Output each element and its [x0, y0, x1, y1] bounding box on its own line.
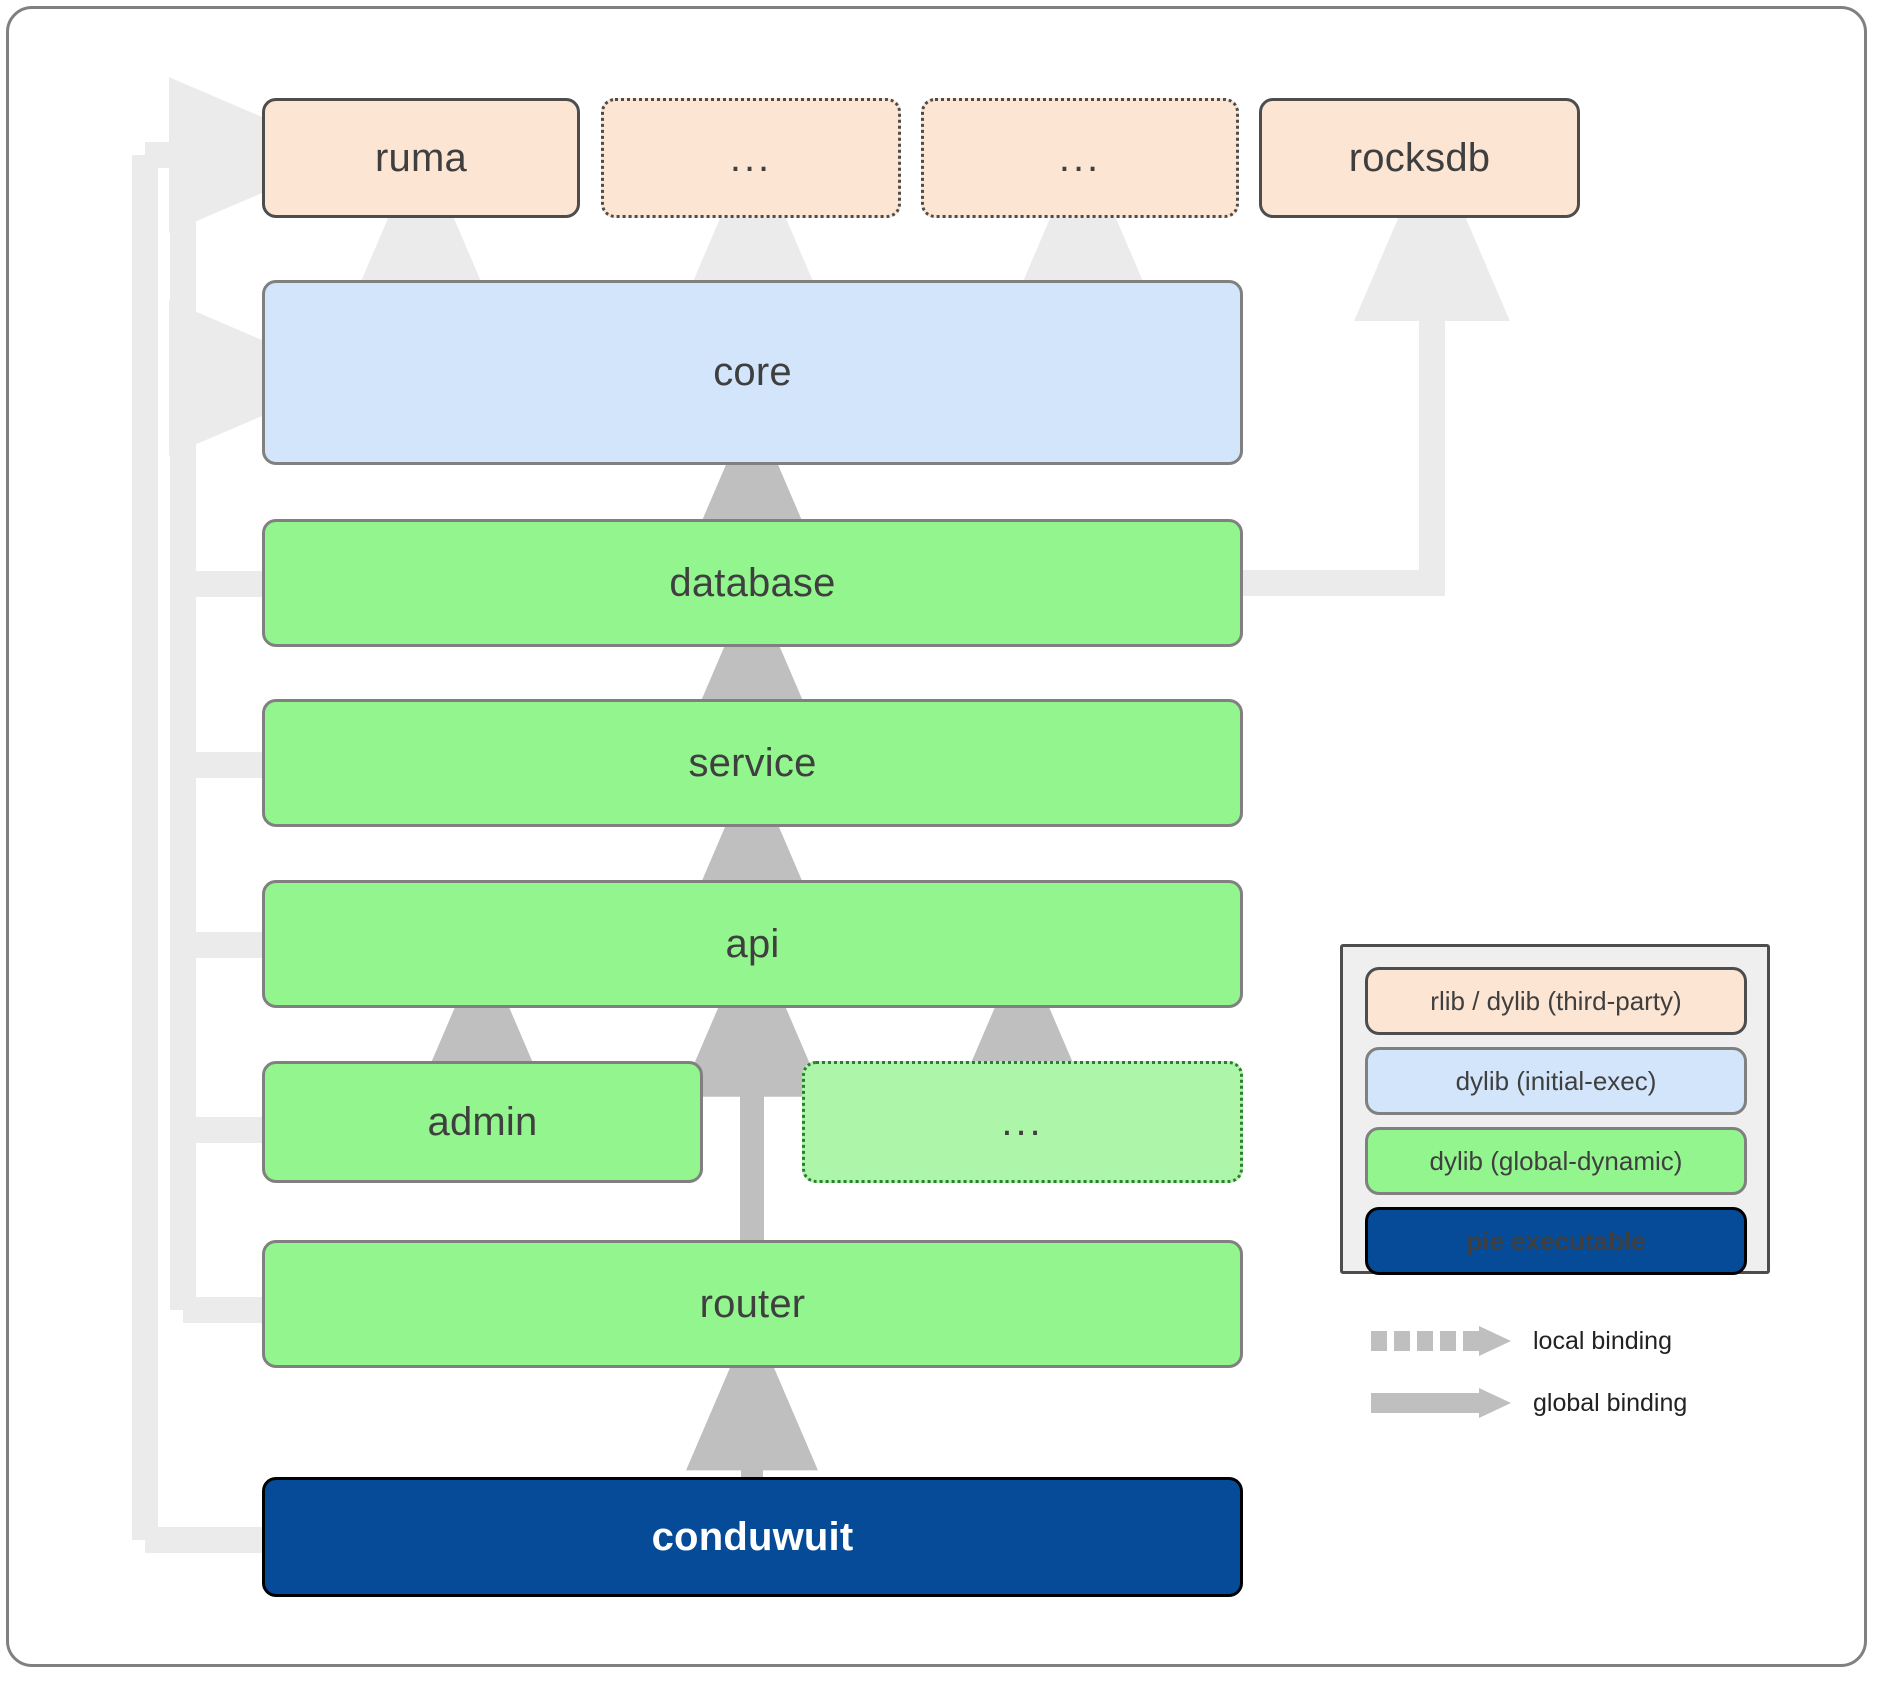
node-thirdparty-b-label: ... — [1058, 135, 1102, 180]
legend-item-third-party: rlib / dylib (third-party) — [1365, 967, 1747, 1035]
node-core-label: core — [713, 350, 792, 394]
legend-binding-global: global binding — [1365, 1377, 1753, 1429]
node-ruma-label: ruma — [375, 135, 467, 180]
legend-binding-local: local binding — [1365, 1315, 1753, 1367]
node-ruma[interactable]: ruma — [262, 98, 580, 218]
node-router-label: router — [699, 1281, 806, 1326]
solid-arrow-icon — [1371, 1388, 1511, 1418]
legend-item-pie-executable-label: pie executable — [1466, 1225, 1646, 1256]
legend-item-initial-exec: dylib (initial-exec) — [1365, 1047, 1747, 1115]
node-conduwuit-label: conduwuit — [651, 1514, 854, 1559]
node-service[interactable]: service — [262, 699, 1243, 827]
legend-item-pie-executable: pie executable — [1365, 1207, 1747, 1275]
node-thirdparty-a[interactable]: ... — [601, 98, 901, 218]
legend-item-global-dynamic-label: dylib (global-dynamic) — [1429, 1145, 1683, 1176]
node-admin[interactable]: admin — [262, 1061, 703, 1183]
node-thirdparty-b[interactable]: ... — [921, 98, 1239, 218]
node-rocksdb[interactable]: rocksdb — [1259, 98, 1580, 218]
dashed-arrow-icon — [1371, 1326, 1511, 1356]
node-api-label: api — [725, 921, 780, 966]
node-service-label: service — [688, 740, 817, 785]
legend-panel: rlib / dylib (third-party) dylib (initia… — [1340, 944, 1770, 1418]
legend-item-initial-exec-label: dylib (initial-exec) — [1455, 1065, 1657, 1096]
node-api[interactable]: api — [262, 880, 1243, 1008]
legend-binding-global-label: global binding — [1533, 1388, 1688, 1417]
node-api-other[interactable]: ... — [802, 1061, 1243, 1183]
node-router[interactable]: router — [262, 1240, 1243, 1368]
node-thirdparty-a-label: ... — [729, 135, 773, 180]
node-conduwuit[interactable]: conduwuit — [262, 1477, 1243, 1597]
node-core[interactable]: core — [262, 280, 1243, 465]
node-api-other-label: ... — [1001, 1099, 1044, 1144]
node-rocksdb-label: rocksdb — [1348, 135, 1491, 180]
node-database-label: database — [669, 560, 836, 605]
legend-item-third-party-label: rlib / dylib (third-party) — [1430, 985, 1682, 1016]
node-admin-label: admin — [427, 1099, 538, 1144]
node-database[interactable]: database — [262, 519, 1243, 647]
legend-binding-local-label: local binding — [1533, 1326, 1672, 1355]
legend-item-global-dynamic: dylib (global-dynamic) — [1365, 1127, 1747, 1195]
